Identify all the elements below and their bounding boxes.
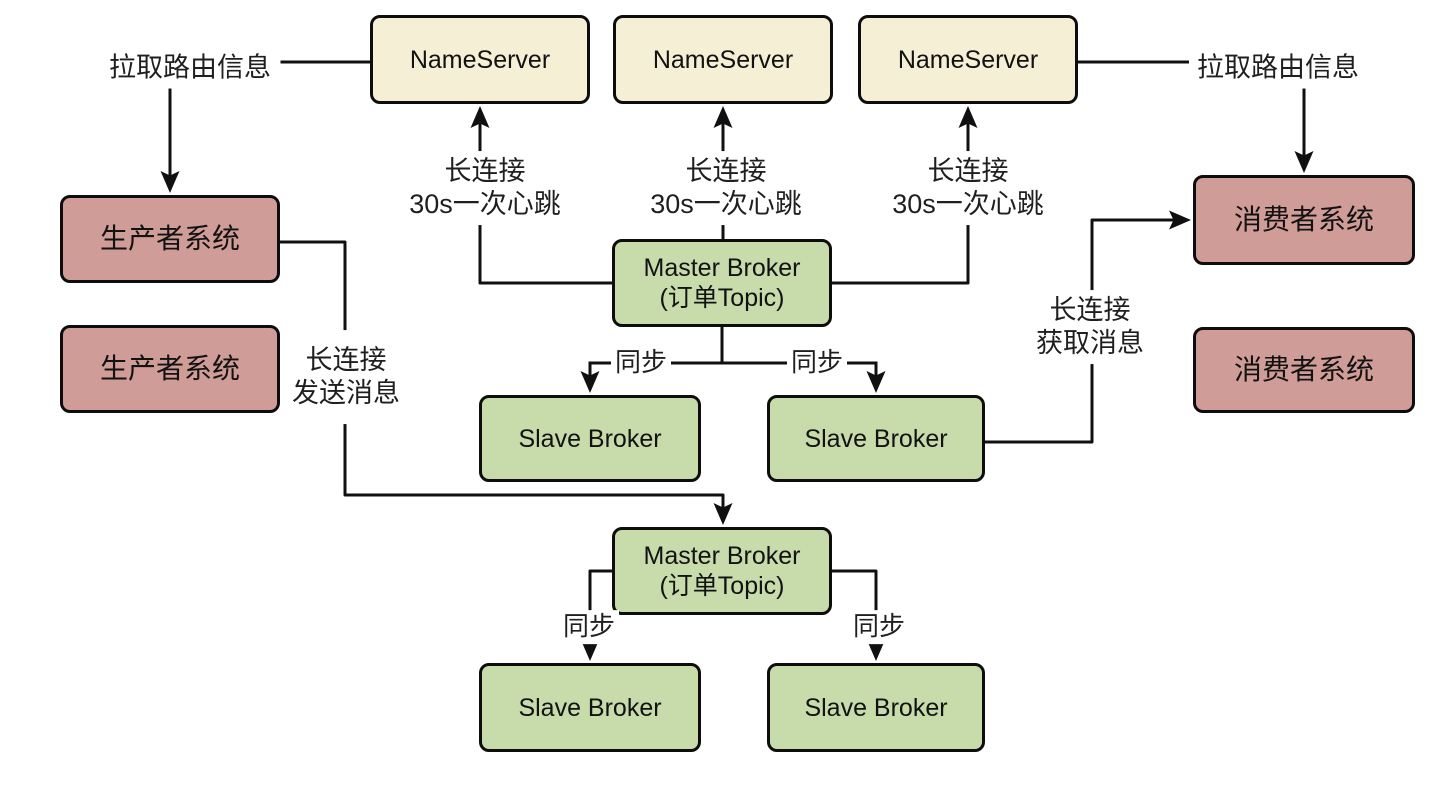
node-slave-broker-2: Slave Broker: [767, 395, 985, 482]
label-fetch-message: 长连接 获取消息: [1028, 290, 1152, 364]
label-pull-route-left: 拉取路由信息: [101, 47, 279, 89]
node-master-broker-1: Master Broker (订单Topic): [612, 239, 832, 327]
arrow-pull-route-left-down: [160, 86, 180, 193]
node-slave-broker-3: Slave Broker: [479, 663, 701, 752]
node-nameserver-2: NameServer: [613, 15, 833, 104]
label-sync-bottom-right: 同步: [848, 610, 910, 644]
node-consumer-1: 消费者系统: [1193, 175, 1415, 265]
node-slave-broker-1: Slave Broker: [479, 395, 701, 482]
label-heartbeat-3: 长连接 30s一次心跳: [884, 151, 1052, 225]
edge-send-message-producer-masterbroker2: [276, 240, 733, 525]
node-nameserver-1: NameServer: [370, 15, 590, 104]
label-heartbeat-2: 长连接 30s一次心跳: [642, 151, 810, 225]
label-sync-bottom-left: 同步: [558, 610, 620, 644]
node-consumer-2: 消费者系统: [1193, 327, 1415, 413]
arrow-pull-route-right-down: [1294, 86, 1314, 173]
label-sync-top-right: 同步: [786, 346, 848, 380]
label-sync-top-left: 同步: [610, 346, 672, 380]
node-master-broker-2: Master Broker (订单Topic): [612, 527, 832, 615]
label-heartbeat-1: 长连接 30s一次心跳: [401, 151, 569, 225]
node-producer-2: 生产者系统: [60, 325, 280, 413]
label-pull-route-right: 拉取路由信息: [1189, 47, 1367, 89]
node-nameserver-3: NameServer: [858, 15, 1078, 104]
node-producer-1: 生产者系统: [60, 195, 280, 283]
node-slave-broker-4: Slave Broker: [767, 663, 985, 752]
label-send-message: 长连接 发送消息: [282, 330, 410, 424]
